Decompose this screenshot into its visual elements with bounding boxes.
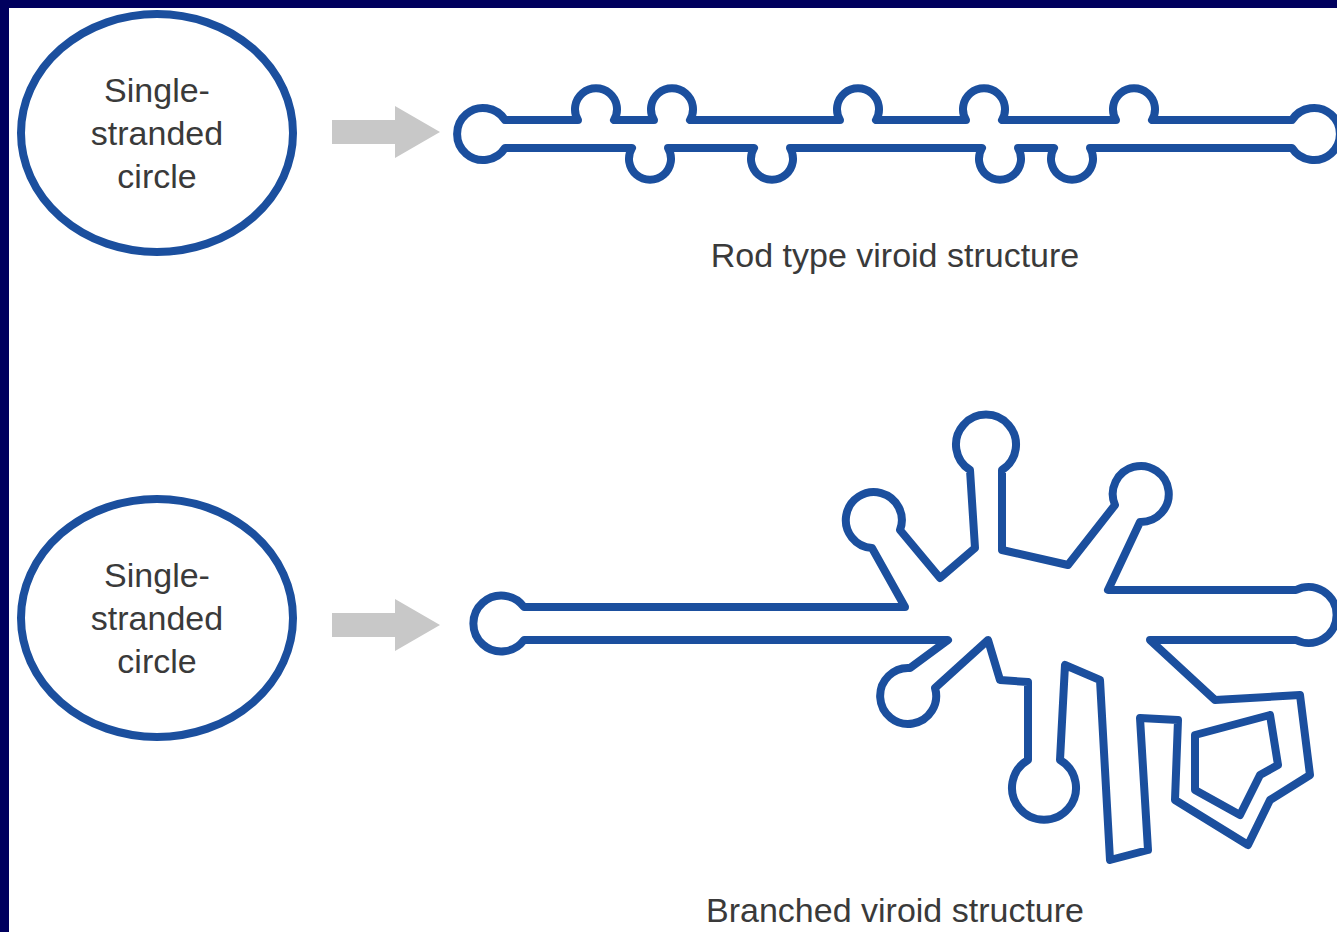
structure-caption: Branched viroid structure <box>706 891 1084 930</box>
branched-viroid <box>473 415 1336 860</box>
circle-content: Single- stranded circle <box>16 9 298 257</box>
circle-content: Single- stranded circle <box>16 494 298 742</box>
structure-caption: Rod type viroid structure <box>711 236 1080 275</box>
circle-node: Single- stranded circle <box>16 494 298 742</box>
circle-node: Single- stranded circle <box>16 9 298 257</box>
rod-viroid <box>457 88 1337 180</box>
grey-arrows <box>332 106 440 651</box>
circle-text: Single- stranded circle <box>77 69 237 198</box>
circle-text: Single- stranded circle <box>77 554 237 683</box>
